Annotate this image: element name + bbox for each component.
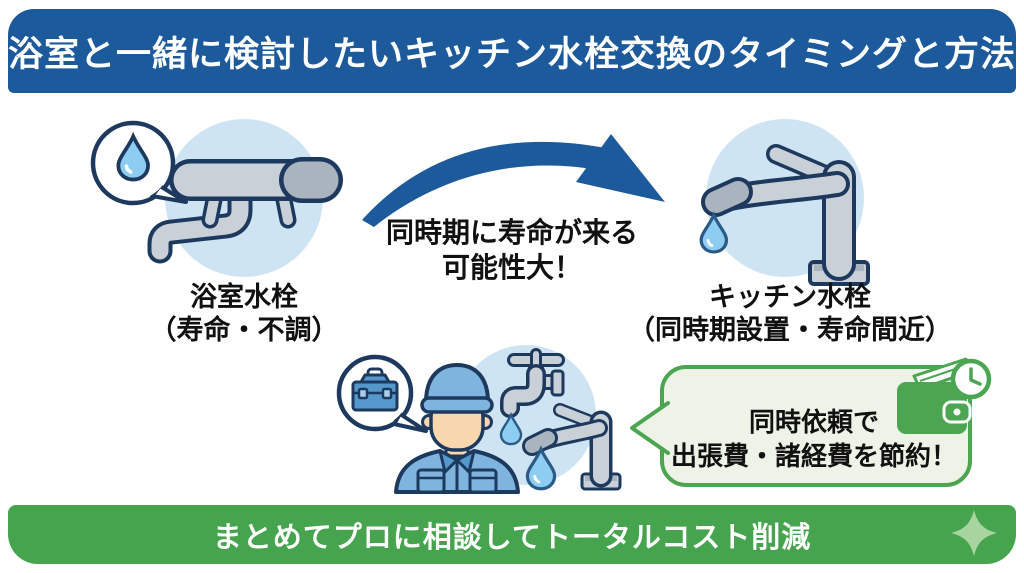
page-title: 浴室と一緒に検討したいキッチン水栓交換のタイミングと方法 [8, 34, 1017, 74]
wallet-icon [897, 357, 992, 434]
toolbox-icon [351, 367, 399, 412]
bath-faucet-icon [147, 157, 343, 264]
kitchen-faucet-icon [699, 144, 870, 286]
sparkle-icon [951, 510, 997, 556]
transition-text-line1: 同時期に寿命が来る [385, 217, 638, 248]
bath-faucet-sublabel: （寿命・不調） [149, 315, 339, 345]
water-drop-icon [499, 411, 523, 446]
savings-note-line1: 同時依頼で [748, 407, 879, 437]
toolbox-speech-bubble [336, 354, 428, 433]
footer-title: まとめてプロに相談してトータルコスト削減 [212, 521, 812, 554]
transition-text-line2: 可能性大！ [441, 252, 582, 283]
water-drop-icon [116, 131, 150, 182]
footer-banner: まとめてプロに相談してトータルコスト削減 [8, 505, 1016, 564]
savings-note-line2: 出張費・諸経費を節約！ [670, 441, 957, 471]
header-banner: 浴室と一緒に検討したいキッチン水栓交換のタイミングと方法 [8, 9, 1016, 93]
kitchen-faucet-icon [522, 403, 622, 491]
water-drop-icon [699, 211, 729, 254]
water-drop-icon [525, 445, 557, 491]
plumber-icon [394, 363, 520, 494]
curved-arrow-icon [362, 134, 665, 227]
bath-faucet-label: 浴室水栓 [190, 282, 298, 312]
clock-icon [950, 358, 992, 400]
kitchen-faucet-label: キッチン水栓 [709, 282, 871, 312]
savings-bubble-tail [630, 401, 670, 455]
kitchen-faucet-sublabel: （同時期設置・寿命間近） [628, 315, 952, 345]
water-drop-speech-bubble [90, 120, 188, 206]
old-faucet-icon [500, 348, 565, 418]
